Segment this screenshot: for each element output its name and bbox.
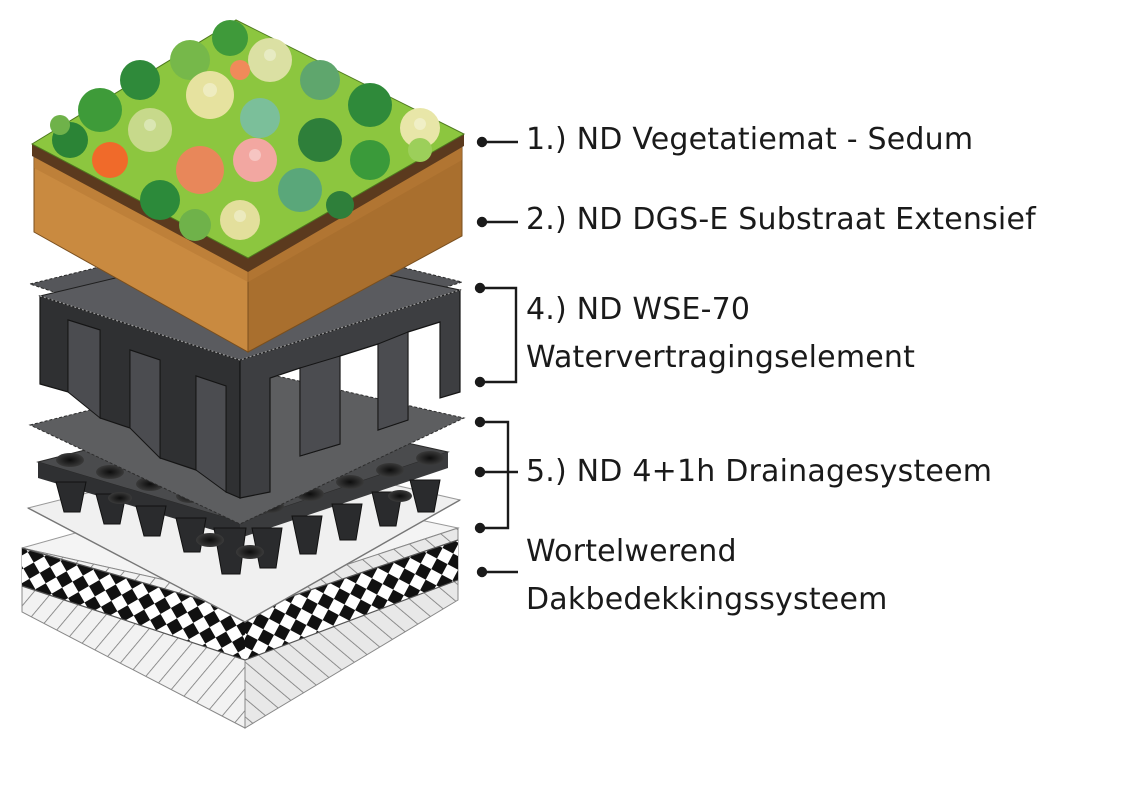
bracket-dot-4b <box>474 466 486 478</box>
roofing-checker-band-right <box>245 540 458 660</box>
bracket-dot-3b <box>474 376 486 388</box>
substrate-layer <box>33 139 463 353</box>
sedum-plants <box>50 20 440 241</box>
label-retention-element: 4.) ND WSE-70 Watervertragingselement <box>526 286 915 382</box>
leader-dot-5 <box>476 566 488 578</box>
label-line: 5.) ND 4+1h Drainagesysteem <box>526 454 993 489</box>
label-substrate: 2.) ND DGS-E Substraat Extensief <box>526 196 1036 244</box>
label-line: 1.) ND Vegetatiemat - Sedum <box>526 122 974 157</box>
bracket-dot-4c <box>474 522 486 534</box>
label-roofing-system: Wortelwerend Dakbedekkingssysteem <box>526 528 888 624</box>
label-line: 4.) ND WSE-70 <box>526 292 751 327</box>
label-line: Watervertragingselement <box>526 340 916 375</box>
bracket-3 <box>480 286 518 384</box>
bracket-dot-4a <box>474 416 486 428</box>
vegetation-layer <box>30 19 466 272</box>
label-line: Dakbedekkingssysteem <box>526 582 888 617</box>
roofing-checker-band-left <box>22 548 245 660</box>
leader-dot-1 <box>476 136 488 148</box>
bracket-dot-3a <box>474 282 486 294</box>
leader-dot-2 <box>476 216 488 228</box>
label-line: Wortelwerend <box>526 534 737 569</box>
leader-lines <box>474 136 518 578</box>
bracket-4 <box>480 420 510 530</box>
label-vegetation-mat: 1.) ND Vegetatiemat - Sedum <box>526 116 973 164</box>
substrate-top-band <box>34 140 462 282</box>
drainage-cups <box>55 479 441 575</box>
label-line: 2.) ND DGS-E Substraat Extensief <box>526 202 1036 237</box>
sedum-highlights <box>144 49 426 222</box>
label-drainage-system: 5.) ND 4+1h Drainagesysteem <box>526 448 992 496</box>
